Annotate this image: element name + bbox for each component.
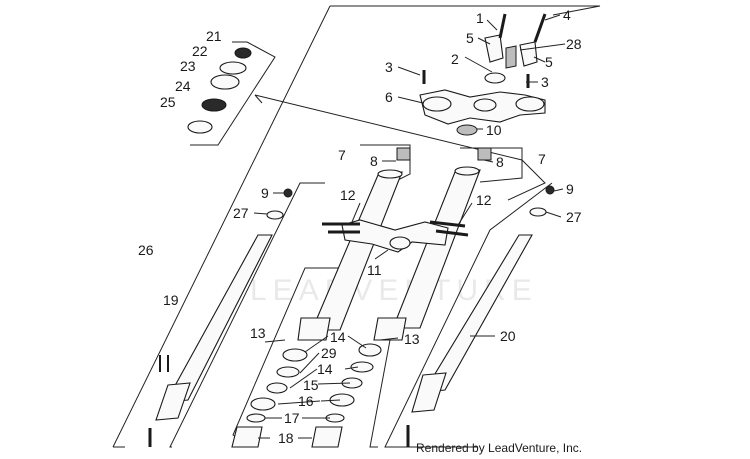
seal-left-1 (282, 348, 308, 362)
left-leg-cap-27 (266, 210, 284, 220)
top-crown-assembly (419, 13, 547, 136)
callout-29: 29 (321, 345, 337, 361)
callout-14-mid: 14 (317, 361, 333, 377)
bushing-18-right (311, 426, 343, 448)
callout-27-left: 27 (233, 205, 249, 221)
seal-left-5 (246, 413, 266, 423)
leader-lines (253, 14, 566, 439)
left-leg-bolt-9 (283, 188, 293, 198)
callout-13-right: 13 (404, 331, 420, 347)
callout-5-left: 5 (466, 30, 474, 46)
callout-12-right: 12 (476, 192, 492, 208)
outline-crown-left (254, 94, 263, 104)
callout-4: 4 (563, 7, 571, 23)
callout-labels: 1 2 3 3 4 5 5 6 7 7 8 8 9 9 10 11 12 12 … (138, 7, 582, 446)
callout-14-top: 14 (330, 329, 346, 345)
callout-11: 11 (367, 262, 382, 278)
lower-triple-clamp (341, 219, 449, 253)
bearing-nut-21 (234, 47, 252, 59)
outline-bearing-box (190, 41, 276, 146)
bearing-seal-25 (187, 120, 213, 134)
bearing-cup-23 (210, 74, 240, 90)
cap-8-right (477, 147, 492, 161)
left-tube-bottom (297, 317, 331, 341)
callout-5-right: 5 (545, 54, 553, 70)
bolt-1 (498, 13, 507, 39)
lower-legs (148, 185, 555, 447)
outline-top (330, 5, 601, 16)
left-tube-cap (377, 169, 403, 179)
callout-24: 24 (175, 78, 191, 94)
callout-22: 22 (192, 43, 208, 59)
outline-left-leg (169, 182, 325, 448)
lower-clamp-stem (389, 236, 411, 250)
callout-26: 26 (138, 242, 154, 258)
right-leg-axle-boss (411, 372, 447, 413)
outline-right-leg (384, 182, 553, 448)
fork-tubes (297, 147, 492, 341)
right-leg-cap-27 (529, 207, 547, 217)
bushing-18-left (231, 426, 263, 448)
callout-27-right: 27 (566, 209, 582, 225)
callout-10: 10 (486, 122, 502, 138)
clamp-washer (484, 72, 506, 84)
callout-3-left: 3 (385, 59, 393, 75)
cap-8-left (396, 147, 411, 161)
clamp-center-hole (473, 98, 497, 112)
clamp-left-hole (422, 96, 452, 112)
bearing-stack (187, 47, 252, 134)
seal-left-4 (250, 397, 276, 411)
outline-left-diagonal (112, 5, 331, 448)
clamp-right-hole (515, 96, 545, 112)
callout-16: 16 (298, 393, 314, 409)
callout-25: 25 (160, 94, 176, 110)
callout-6: 6 (385, 89, 393, 105)
callout-20: 20 (500, 328, 516, 344)
callout-3-right: 3 (541, 74, 549, 90)
callout-17: 17 (284, 410, 300, 426)
bolt-4 (533, 13, 547, 43)
callout-21: 21 (206, 28, 222, 44)
credit-text: Rendered by LeadVenture, Inc. (416, 441, 582, 455)
seal-right-4 (329, 393, 355, 407)
callout-2: 2 (451, 51, 459, 67)
adjuster-28 (505, 45, 517, 69)
lower-bolt-right-b (435, 229, 469, 237)
callout-8-right: 8 (496, 154, 504, 170)
callout-9-left: 9 (261, 185, 269, 201)
lower-bolt-right-a (429, 220, 466, 228)
right-leg-bolt-9 (545, 185, 555, 195)
left-lower-leg (165, 234, 273, 403)
callout-12-left: 12 (340, 187, 356, 203)
callout-13-left: 13 (250, 325, 266, 341)
right-tube-bottom (373, 317, 407, 341)
handlebar-clamp-left (484, 34, 504, 63)
callout-9-right: 9 (566, 181, 574, 197)
bearing-ring-22 (219, 61, 247, 75)
steering-nut (456, 124, 478, 136)
callout-28: 28 (566, 36, 582, 52)
bearing-24 (201, 98, 227, 112)
seal-right-2 (350, 361, 374, 373)
callout-18: 18 (278, 430, 294, 446)
seal-left-3 (266, 382, 288, 394)
callout-1: 1 (476, 10, 484, 26)
callout-8-left: 8 (370, 153, 378, 169)
right-lower-leg (422, 234, 533, 393)
callout-7-left: 7 (338, 147, 346, 163)
right-tube-cap (454, 166, 480, 176)
callout-7-right: 7 (538, 151, 546, 167)
callout-19: 19 (163, 292, 179, 308)
seal-left-2 (276, 366, 300, 378)
callout-23: 23 (180, 58, 196, 74)
left-leg-axle-boss (155, 382, 191, 421)
outline-crown-diagonal (254, 94, 546, 201)
callout-15: 15 (303, 377, 319, 393)
